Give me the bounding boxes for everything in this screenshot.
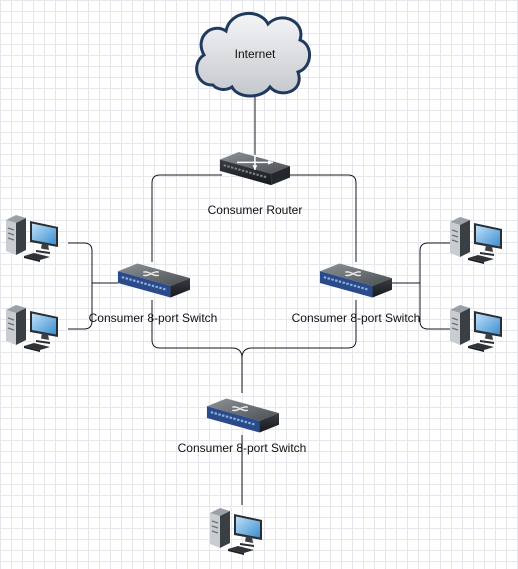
workstation-left-top-icon[interactable] [5,214,59,263]
switch-left-node[interactable]: Consumer 8-port Switch [89,262,218,325]
workstation-right-top-icon[interactable] [449,216,503,265]
switch-bottom-node[interactable]: Consumer 8-port Switch [178,397,307,455]
router-left-switch-link [151,174,222,262]
internet-cloud[interactable]: Internet [195,11,311,98]
left-switch-bottom-link [151,300,243,393]
right-switch-bottom-link [241,300,357,359]
switch-icon [116,262,190,299]
router-node[interactable]: Consumer Router [208,150,303,217]
switch-right-node[interactable]: Consumer 8-port Switch [292,262,421,325]
switch-bottom-label: Consumer 8-port Switch [178,441,307,455]
cloud-label: Internet [235,47,276,61]
workstation-right-bottom-icon[interactable] [449,304,503,353]
left-pc-top-link [68,242,118,284]
workstation-left-bottom-icon[interactable] [5,304,59,353]
connection-lines [68,95,452,505]
right-pc-top-link [392,242,452,284]
switch-right-label: Consumer 8-port Switch [292,311,421,325]
router-label: Consumer Router [208,203,303,217]
switch-left-label: Consumer 8-port Switch [89,311,218,325]
left-pc-bottom-link [68,283,93,330]
switch-icon [318,262,392,299]
router-right-switch-link [290,174,357,262]
cloud-shape [195,11,311,98]
switch-icon [205,397,279,434]
router-icon [218,150,290,187]
workstation-bottom-icon[interactable] [209,507,263,556]
right-pc-bottom-link [419,283,452,330]
